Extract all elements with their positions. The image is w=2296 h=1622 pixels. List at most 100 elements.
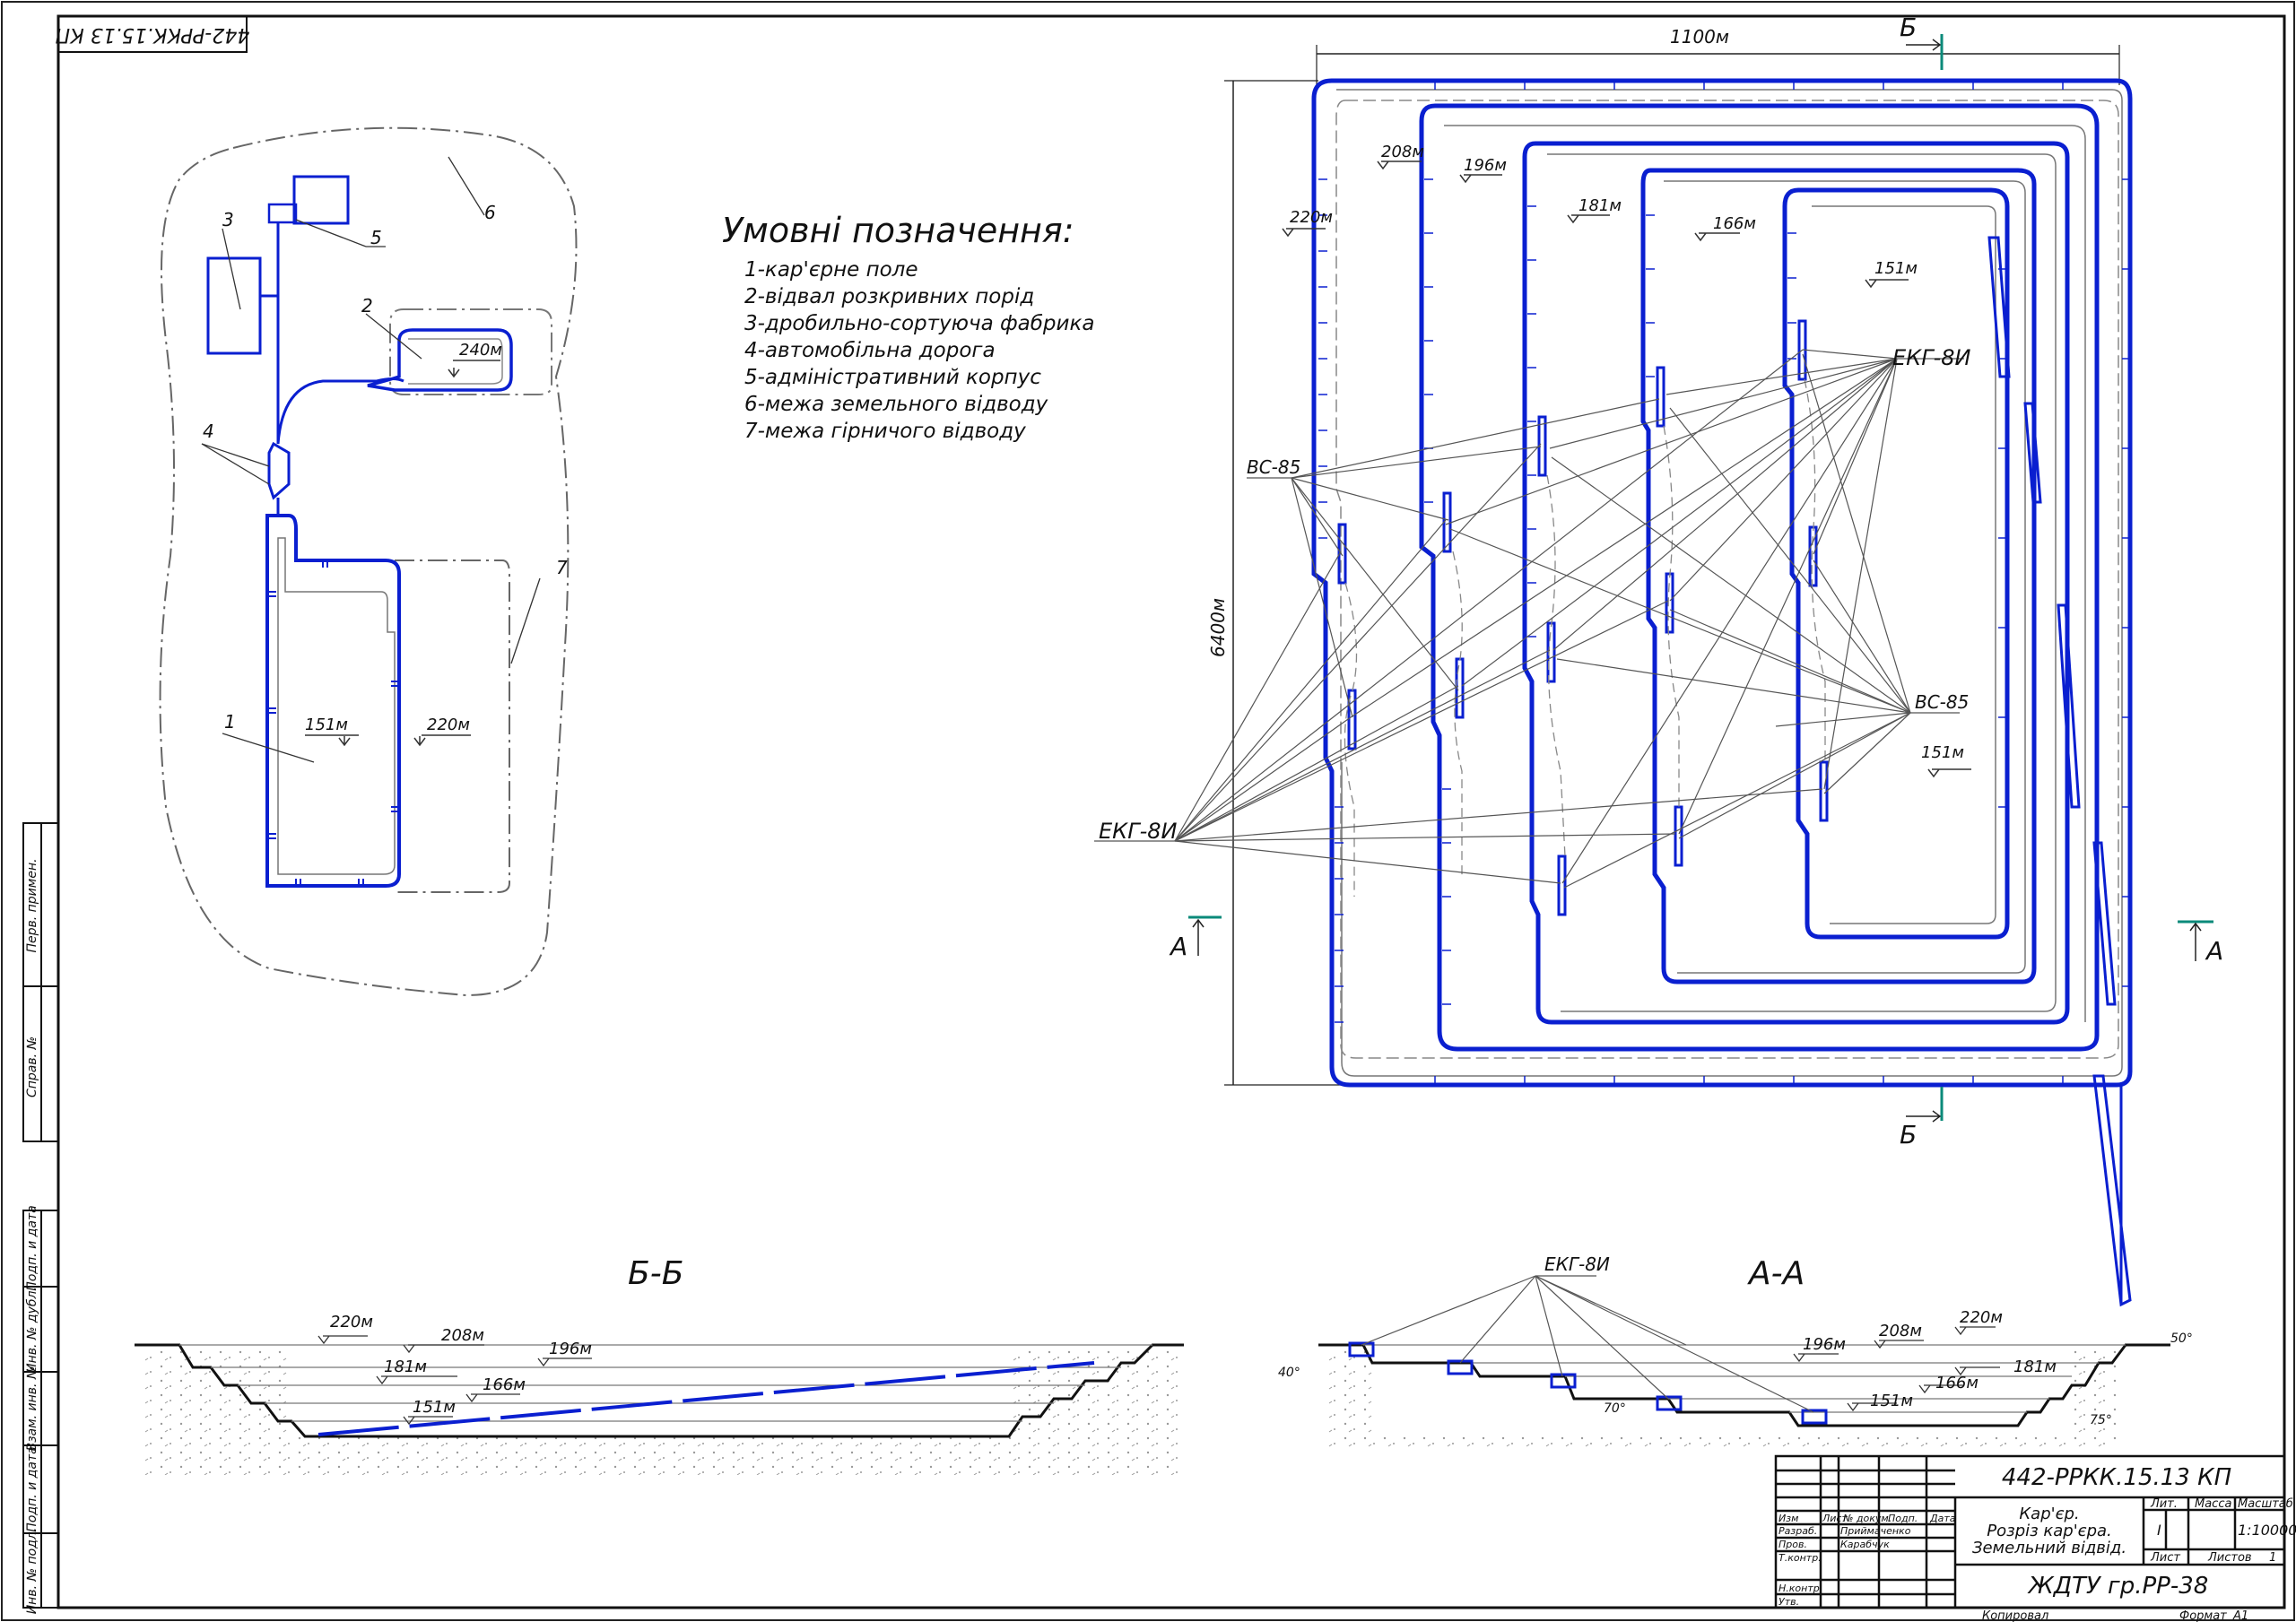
section-bb-ramp [317,1361,1095,1436]
section-aa-title: А-А [1747,1255,1805,1292]
aa-level-181: 181м [2013,1357,2057,1376]
drawing-code-box: 442-РРКК.15.13 КП [56,15,250,53]
side-label: Подп. и дата [25,1205,39,1290]
tb-scale-label: Масштаб [2238,1497,2293,1511]
bench-166 [1640,168,2037,984]
side-label: Инв. № подл. [25,1528,39,1615]
bench-151 [1782,187,2010,940]
excavator-leaders-lower [1094,349,1823,884]
level-208: 208м [1381,143,1424,161]
site-plan: 151м 220м 240м 3 5 2 4 6 7 1 [159,126,578,997]
tb-col-date: Дата [1929,1513,1956,1524]
bb-level-220: 220м [330,1313,373,1331]
tb-desc-3: Земельний відвід. [1972,1539,2126,1557]
aa-angle-75: 75° [2090,1413,2112,1427]
section-aa: А-А ЕКГ-8И [1278,1253,2193,1448]
legend-item: 4-автомобільна дорога [744,339,996,362]
tb-col-sign: Подп. [1888,1513,1918,1524]
tb-scale: 1:10000 [2238,1522,2296,1539]
aa-excavator-leaders [1361,1275,1814,1413]
side-label: Перв. примен. [25,858,39,952]
aa-level-196: 196м [1803,1335,1846,1354]
legend-item: 6-межа земельного відводу [744,393,1048,416]
tb-desc-2: Розріз кар'єра. [1987,1522,2112,1540]
legend: Умовні позначення: 1-кар'єрне поле 2-від… [722,211,1094,443]
haul-routes [1344,378,1826,897]
bench-208 [1335,100,2119,1059]
section-aa-profile [1318,1343,2170,1427]
tb-name-1: Приймаченко [1840,1525,1911,1537]
tb-sheet-label: Лист [2150,1551,2180,1565]
level-marks [1282,160,1971,778]
side-stamp-labels: Перв. примен. Справ. № Подп. и дата Инв.… [25,858,39,1614]
section-bb-title: Б-Б [628,1255,683,1292]
pit-field [265,514,401,888]
aa-excavators [1348,1341,1828,1425]
side-label: Инв. № дубл. [25,1287,39,1373]
excavator-leaders-upper [1350,349,1964,884]
tb-col-list: Лист [1822,1513,1848,1524]
tb-mass: Масса [2195,1497,2231,1511]
title-block [1774,1454,2286,1609]
tb-role-check: Пров. [1779,1539,1807,1550]
tb-name-2: Карабчук [1840,1539,1890,1550]
section-a-left: А [1169,932,1187,961]
section-bb-profile [135,1343,1184,1438]
legend-item: 3-дробильно-сортуюча фабрика [744,312,1094,335]
crushing-plant [206,256,262,355]
callout-6: 6 [484,202,496,223]
excavator-label-upper: ЕКГ-8И [1892,345,1971,370]
tb-format-label: Формат [2179,1609,2227,1622]
section-b-top: Б [1900,13,1917,42]
callout-1: 1 [224,711,236,733]
bb-level-181: 181м [384,1357,427,1376]
tb-desc-1: Кар'єр. [2019,1505,2079,1523]
excavator-marks [1337,319,1829,916]
tb-lit: Лит. [2150,1497,2178,1511]
ramps [1987,236,2117,1006]
drill-label-right: ВС-85 [1915,691,1969,713]
admin-building [292,175,350,225]
callout-5: 5 [370,227,382,248]
level-220: 220м [1290,208,1333,227]
level-196: 196м [1464,156,1507,175]
legend-item: 1-кар'єрне поле [744,258,918,282]
dump-level: 240м [459,341,502,360]
excavator-label-lower: ЕКГ-8И [1099,819,1178,844]
bb-level-166: 166м [483,1375,526,1394]
aa-level-166: 166м [1935,1374,1979,1392]
section-aa-marker [1188,915,2213,924]
tb-sheets: 1 [2269,1551,2276,1565]
legend-item: 5-адміністративний корпус [744,366,1041,389]
tb-code: 442-РРКК.15.13 КП [2002,1464,2231,1491]
tb-copied: Копировал [1982,1609,2048,1622]
aa-level-151: 151м [1870,1392,1913,1410]
waste-dump [367,328,513,392]
tb-sheets-label: Листов [2207,1551,2252,1565]
pit-plan: 1100м 6400м [1094,13,2223,1307]
pit-width-dimension: 1100м [1670,26,1729,48]
drill-leaders-left [1247,398,1660,718]
dump-boundary [389,308,552,395]
side-label: Справ. № [25,1037,39,1097]
section-b-bottom: Б [1900,1120,1917,1149]
haul-road [260,222,404,445]
drill-label-left: ВС-85 [1247,456,1300,478]
land-allotment-boundary [159,126,578,997]
mining-allotment-boundary [395,559,510,893]
tb-lit-value: І [2157,1522,2161,1539]
section-a-right: А [2205,936,2223,966]
side-label: Подп. и дата [25,1446,39,1531]
aa-excavator-label: ЕКГ-8И [1544,1253,1610,1275]
tb-role-ncontrol: Н.контр. [1779,1583,1822,1594]
legend-item: 2-відвал розкривних порід [744,285,1034,308]
drawing-code-text: 442-РРКК.15.13 КП [56,23,250,46]
bench-220 [1311,78,2133,1088]
legend-title: Умовні позначення: [722,211,1074,250]
level-181: 181м [1578,196,1622,215]
aa-angle-50: 50° [2170,1331,2193,1346]
title-block-text: 442-РРКК.15.13 КП Кар'єр. Розріз кар'єра… [1779,1464,2296,1622]
bb-level-196: 196м [549,1340,592,1358]
